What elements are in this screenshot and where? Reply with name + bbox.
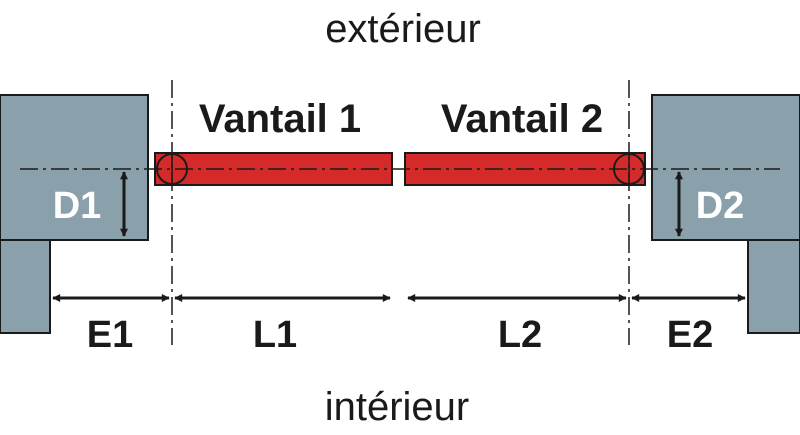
l2-label: L2 bbox=[498, 314, 542, 356]
right-wall bbox=[651, 94, 800, 334]
l1-label: L1 bbox=[253, 314, 297, 356]
e2-label: E2 bbox=[667, 314, 713, 356]
leaf-2-label: Vantail 2 bbox=[441, 97, 603, 141]
exterior-label: extérieur bbox=[325, 7, 481, 51]
leaf-1-label: Vantail 1 bbox=[199, 97, 361, 141]
left-wall bbox=[0, 94, 149, 334]
e1-label: E1 bbox=[87, 314, 133, 356]
leaf-1 bbox=[154, 152, 393, 186]
interior-label: intérieur bbox=[325, 385, 470, 429]
d1-label: D1 bbox=[53, 185, 102, 227]
d2-label: D2 bbox=[696, 185, 745, 227]
